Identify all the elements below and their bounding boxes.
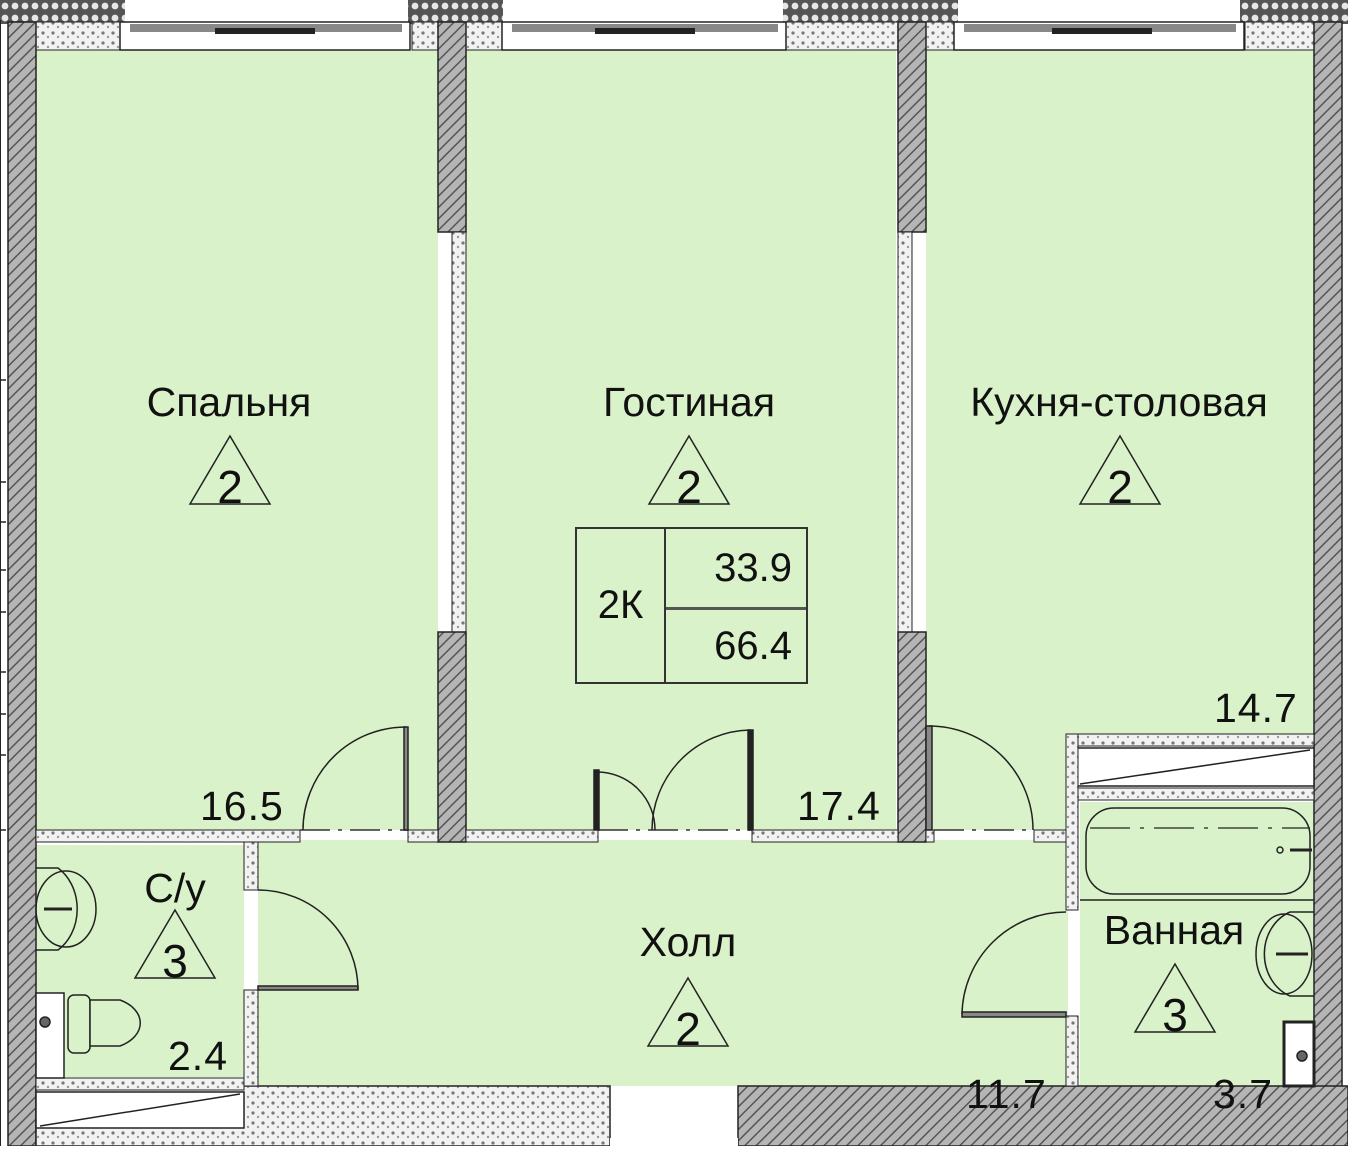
finish-class-badge-living: 2 — [647, 434, 731, 510]
bathroom-walls — [1065, 733, 1315, 1087]
area-bedroom: 16.5 — [200, 783, 284, 829]
room-name-hall: Холл — [639, 919, 737, 965]
area-hall: 11.7 — [966, 1071, 1047, 1117]
room-name-bathroom: Ванная — [1103, 907, 1245, 953]
window-kitchen — [953, 21, 1245, 51]
room-name-kitchen: Кухня-столовая — [970, 379, 1268, 425]
bathroom-riser-icon — [1282, 1020, 1316, 1088]
fixtures — [35, 807, 1316, 1088]
kitchen-floor — [926, 50, 1314, 734]
doors — [257, 725, 1067, 1018]
triangle-icon — [647, 434, 731, 505]
living-room-floor — [466, 50, 896, 830]
door-bedroom — [302, 726, 409, 831]
window-living — [501, 21, 787, 51]
triangle-icon — [1078, 434, 1162, 505]
bathroom-sink-icon — [1255, 911, 1314, 997]
door-bathroom — [961, 911, 1067, 1018]
room-name-living: Гостиная — [602, 379, 776, 425]
wc-walls — [35, 841, 259, 1129]
bathtub-icon — [1080, 807, 1314, 901]
exterior-wall-right — [1313, 21, 1343, 1147]
exterior-wall-top — [0, 0, 1348, 51]
finish-class-badge-kitchen: 2 — [1078, 434, 1162, 510]
finish-class-badge-bathroom: 3 — [1133, 962, 1217, 1038]
finish-class-badge-hall: 2 — [646, 976, 730, 1052]
room-name-wc: С/у — [144, 865, 206, 911]
triangle-icon — [133, 908, 217, 979]
total-area: 66.4 — [714, 623, 792, 668]
wc-sink-icon — [35, 867, 97, 951]
exterior-wall-left — [7, 21, 37, 1147]
area-bathroom: 3.7 — [1213, 1071, 1273, 1117]
door-kitchen — [925, 725, 1034, 831]
bedroom-floor — [36, 50, 438, 830]
area-wc: 2.4 — [168, 1033, 228, 1079]
door-wc — [257, 889, 359, 991]
area-living: 17.4 — [797, 783, 881, 829]
toilet-icon — [35, 992, 141, 1079]
triangle-icon — [646, 976, 730, 1047]
finish-class-badge-wc: 3 — [133, 908, 217, 984]
room-floors — [36, 50, 1314, 1086]
living-area-total: 33.9 — [666, 529, 806, 610]
door-living-double — [593, 729, 754, 831]
area-kitchen: 14.7 — [1214, 685, 1298, 731]
finish-class-badge-bedroom: 2 — [188, 434, 272, 510]
room-name-bedroom: Спальня — [146, 379, 312, 425]
triangle-icon — [1133, 962, 1217, 1033]
hall-floor — [258, 840, 1068, 1086]
interior-walls — [437, 21, 927, 843]
apartment-summary: 2К 33.9 66.4 — [575, 527, 808, 684]
triangle-icon — [188, 434, 272, 505]
left-edge-ticks — [0, 379, 6, 831]
window-bedroom — [119, 21, 411, 51]
apartment-type: 2К — [577, 529, 666, 682]
